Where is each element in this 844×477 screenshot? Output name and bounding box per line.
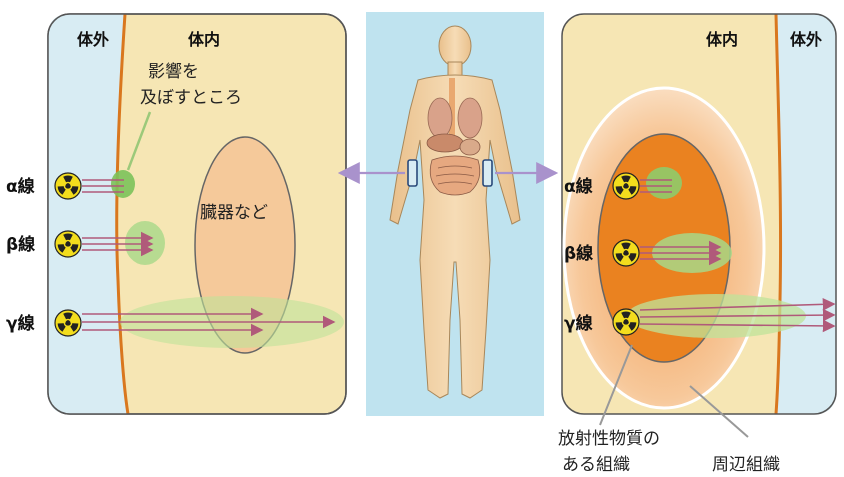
radiation-icon bbox=[55, 310, 81, 336]
right-panel: 体内 体外 α線 β線 γ線 bbox=[562, 14, 836, 437]
left-inside-label: 体内 bbox=[188, 30, 220, 49]
radiation-icon bbox=[613, 240, 639, 266]
right-region-marker bbox=[483, 160, 492, 186]
beta-left-effect bbox=[125, 221, 165, 265]
left-region-marker bbox=[408, 160, 417, 186]
alpha-right-effect bbox=[646, 167, 682, 199]
right-outside-label: 体外 bbox=[790, 30, 822, 49]
left-beta-label: β線 bbox=[6, 234, 35, 255]
tissue-label-line1: 放射性物質の bbox=[558, 429, 660, 449]
affected-label-line1: 影響を bbox=[148, 62, 199, 82]
right-gamma-label: γ線 bbox=[564, 313, 593, 334]
tissue-label-line2: ある組織 bbox=[562, 455, 630, 475]
center-panel bbox=[340, 12, 556, 416]
radiation-icon bbox=[55, 173, 81, 199]
right-outside-region bbox=[776, 14, 836, 414]
right-alpha-label: α線 bbox=[564, 176, 593, 197]
radiation-icon bbox=[55, 231, 81, 257]
left-alpha-label: α線 bbox=[6, 176, 35, 197]
left-panel: 体外 体内 影響を 及ぼすところ 臓器など α線 β線 γ線 bbox=[6, 14, 346, 414]
surrounding-tissue-label: 周辺組織 bbox=[712, 455, 780, 475]
radiation-icon bbox=[613, 309, 639, 335]
right-inside-label: 体内 bbox=[706, 30, 738, 49]
left-gamma-label: γ線 bbox=[6, 313, 35, 334]
right-beta-label: β線 bbox=[564, 243, 593, 264]
left-outside-label: 体外 bbox=[77, 30, 109, 49]
alpha-left-effect bbox=[111, 170, 135, 198]
radiation-icon bbox=[613, 173, 639, 199]
organ-label: 臓器など bbox=[200, 203, 268, 223]
affected-label-line2: 及ぼすところ bbox=[140, 88, 242, 108]
